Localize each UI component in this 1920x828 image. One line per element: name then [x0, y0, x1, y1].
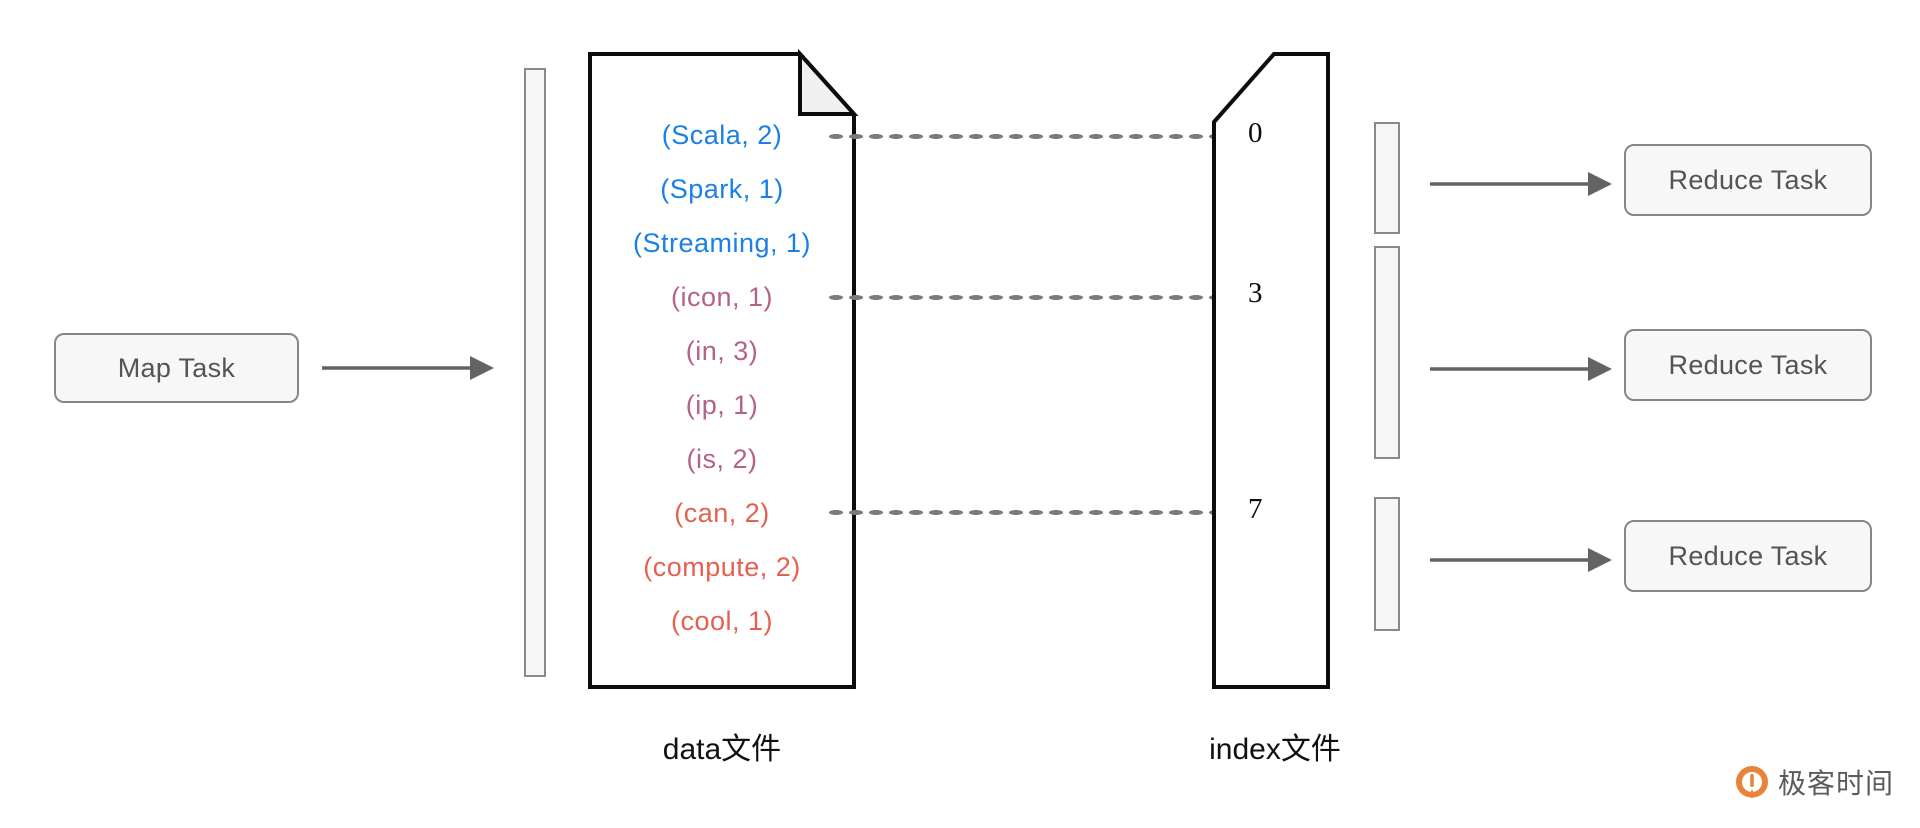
data-record: (compute, 2) [643, 552, 801, 582]
geektime-logo-icon [1735, 765, 1769, 799]
connector-dots-offset-7 [826, 509, 1220, 516]
arrow-to-reduce-task-2 [1430, 353, 1612, 385]
arrow-to-reduce-task-3 [1430, 544, 1612, 576]
watermark: 极客时间 [1735, 762, 1894, 802]
data-record: (in, 3) [685, 336, 759, 366]
reduce-task-label: Reduce Task [1668, 540, 1828, 571]
data-file-caption: data文件 [662, 733, 782, 766]
reduce-task-box-1[interactable]: Reduce Task [1624, 144, 1872, 216]
partition-bracket-2 [1374, 246, 1400, 459]
map-task-label: Map Task [117, 352, 236, 383]
index-offset-value: 7 [1248, 493, 1263, 525]
connector-dots-offset-0 [826, 133, 1220, 140]
reduce-task-label: Reduce Task [1668, 349, 1828, 380]
reduce-task-box-3[interactable]: Reduce Task [1624, 520, 1872, 592]
data-record: (Spark, 1) [660, 174, 784, 204]
partition-bracket-3 [1374, 497, 1400, 631]
arrow-map-to-data [322, 352, 494, 384]
index-file-caption: index文件 [1209, 733, 1341, 766]
index-offset-value: 3 [1248, 277, 1263, 309]
map-task-box[interactable]: Map Task [54, 333, 299, 403]
watermark-text: 极客时间 [1778, 767, 1895, 800]
data-file-bracket [524, 68, 546, 677]
data-record: (cool, 1) [670, 606, 774, 636]
data-record: (Streaming, 1) [632, 228, 812, 258]
partition-bracket-1 [1374, 122, 1400, 234]
data-record: (icon, 1) [670, 282, 774, 312]
data-file-shape [588, 48, 859, 689]
index-file-shape [1212, 52, 1330, 689]
reduce-task-box-2[interactable]: Reduce Task [1624, 329, 1872, 401]
data-record: (ip, 1) [685, 390, 759, 420]
data-record: (is, 2) [686, 444, 758, 474]
index-offset-value: 0 [1248, 117, 1263, 149]
data-record: (Scala, 2) [661, 120, 783, 150]
reduce-task-label: Reduce Task [1668, 164, 1828, 195]
connector-dots-offset-3 [826, 294, 1220, 301]
data-record: (can, 2) [674, 498, 770, 528]
arrow-to-reduce-task-1 [1430, 168, 1612, 200]
